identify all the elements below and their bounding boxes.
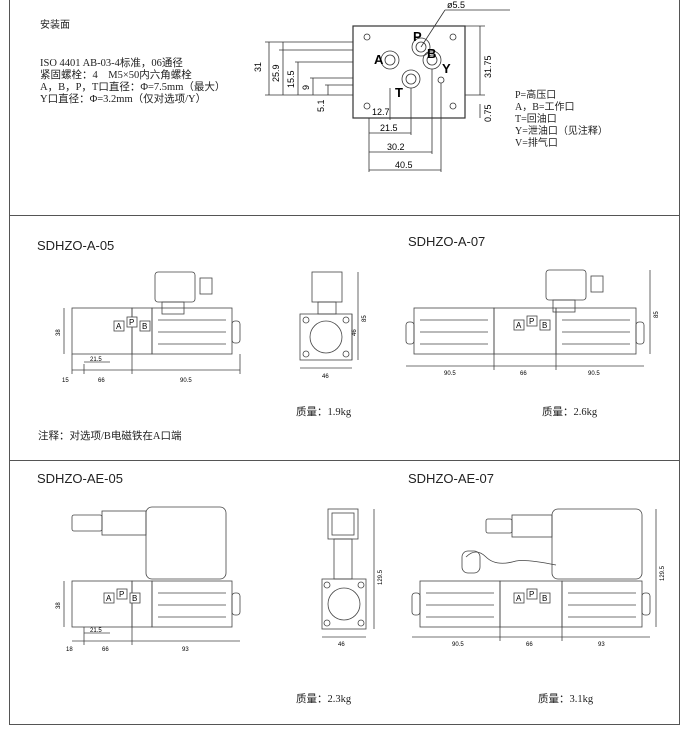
a07-dim-905a: 90.5 [444,371,456,377]
dim-d55: ø5.5 [447,0,465,10]
dim-d9: 9 [301,85,311,90]
ae07-dim-66: 66 [526,642,533,648]
a05-dim-215: 21.5 [90,357,102,363]
port-label-y: Y [442,61,451,76]
spec-line-2: 紧固螺栓：4 M5×50内六角螺栓 [40,70,192,81]
a05-port-b: B [142,322,147,331]
side-dim-46: 46 [322,374,329,380]
sdhzo-ae-panel: SDHZO-AE-05 SDHZO-AE-07 A P B [9,460,680,725]
model-title-a07: SDHZO-A-07 [408,234,486,249]
drawing-a07-front: A P B 90.5 66 90.5 85 [405,269,660,377]
ae05-dim-18: 18 [66,647,73,653]
model-title-a05: SDHZO-A-05 [37,238,115,253]
legend-p: P=高压口 [515,90,557,101]
mass-ae05: 质量：2.3kg [296,694,352,705]
drawing-ae05-front: A P B 38 21.5 18 66 93 [56,506,241,653]
drawing-a05-front: A P B 38 21.5 15 66 90.5 [56,271,241,384]
a05-dim-905: 90.5 [180,378,192,384]
a05-dim-66: 66 [98,378,105,384]
a07-port-a: A [516,321,522,330]
a05-port-p: P [129,318,134,327]
a05-port-a: A [116,322,122,331]
spec-line-3: A，B，P，T口直径：Φ=7.5mm（最大） [40,82,226,93]
mass-a05: 质量：1.9kg [296,407,352,418]
port-label-t: T [395,85,403,100]
side2-dim-1295: 129.5 [378,569,384,585]
dim-d127: 12.7 [372,107,390,117]
legend-t: T=回油口 [515,114,557,125]
dim-d215: 21.5 [380,123,398,133]
ae05-dim-66: 66 [102,647,109,653]
port-label-p: P [413,29,422,44]
ae05-port-a: A [106,594,112,603]
drawing-a-side: 46 46 85 [299,271,368,380]
dim-d155: 15.5 [286,70,296,88]
legend-y: Y=泄油口（见注释） [515,126,608,137]
ae05-port-p: P [119,590,124,599]
dim-d31: 31 [253,62,263,72]
a07-dim-66: 66 [520,371,527,377]
side-dim-85: 85 [362,315,368,322]
ae07-port-b: B [542,594,547,603]
mass-a07: 质量：2.6kg [542,407,598,418]
ae07-dim-905: 90.5 [452,642,464,648]
ae07-dim-93: 93 [598,642,605,648]
side2-dim-46: 46 [338,642,345,648]
model-title-ae05: SDHZO-AE-05 [37,471,123,486]
side-dim-46b: 46 [352,329,358,336]
a05-dim-15: 15 [62,378,69,384]
dim-d405: 40.5 [395,160,413,170]
ae07-port-a: A [516,594,522,603]
a07-port-p: P [529,317,534,326]
ae05-dim-215: 21.5 [90,628,102,634]
mounting-surface-drawing: ø5.5 31 25.9 15.5 9 5.1 31.75 0.75 12.7 … [253,0,510,172]
a07-dim-85: 85 [654,311,660,318]
drawing-ae07-front: A P B 90.5 66 93 129.5 [411,508,666,648]
ae07-port-p: P [529,590,534,599]
mounting-surface-panel: 安装面 ISO 4401 AB-03-4标准，06通径 紧固螺栓：4 M5×50… [9,0,680,216]
dim-d51: 5.1 [316,99,326,112]
dim-d075: 0.75 [483,104,493,122]
a05-dim-38: 38 [56,329,62,336]
dim-d259: 25.9 [271,64,281,82]
sdhzo-a-panel: SDHZO-A-05 SDHZO-A-07 A [9,215,680,461]
ae05-dim-93: 93 [182,647,189,653]
port-label-a: A [374,52,384,67]
spec-line-4: Y口直径：Φ=3.2mm（仅对选项/Y） [40,94,207,105]
ae07-dim-1295: 129.5 [660,565,666,581]
a07-dim-905b: 90.5 [588,371,600,377]
note-b-solenoid: 注释：对选项/B电磁铁在A口端 [38,431,182,442]
ae05-dim-38: 38 [56,602,62,609]
drawing-ae-side: 46 129.5 [321,508,384,648]
a07-port-b: B [542,321,547,330]
ae05-port-b: B [132,594,137,603]
mass-ae07: 质量：3.1kg [538,694,594,705]
dim-d3175: 31.75 [483,55,493,78]
model-title-ae07: SDHZO-AE-07 [408,471,494,486]
mounting-title: 安装面 [40,20,70,31]
spec-line-1: ISO 4401 AB-03-4标准，06通径 [40,58,183,69]
port-label-b: B [427,46,436,61]
legend-v: V=排气口 [515,138,558,149]
legend-ab: A，B=工作口 [515,102,575,113]
dim-d302: 30.2 [387,142,405,152]
